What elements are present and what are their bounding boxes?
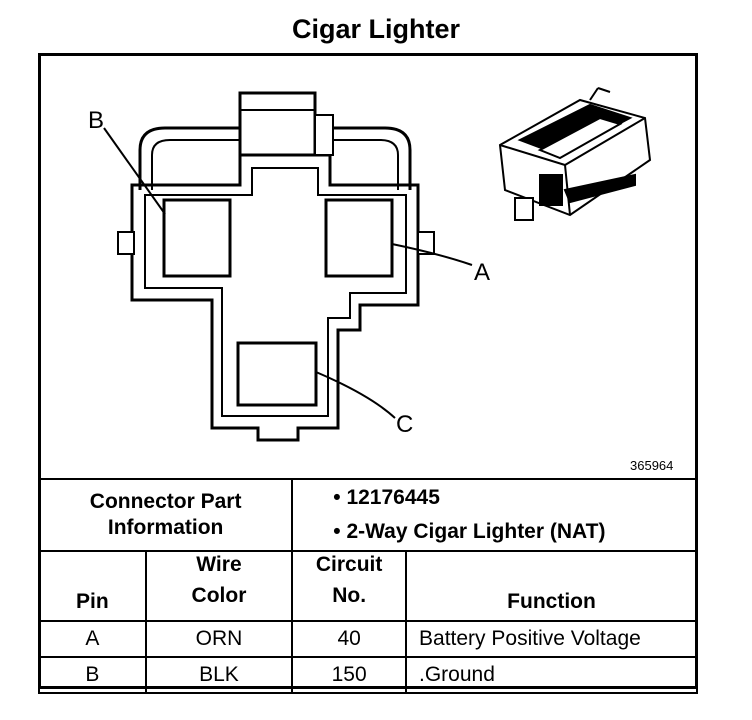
latch-arch-inner [151, 139, 399, 190]
header-function: Function [405, 550, 698, 622]
cell-wire-color: ORN [144, 620, 294, 658]
leader-c [315, 371, 396, 419]
connector-part-row: Connector Part Information • 12176445 • … [37, 478, 698, 552]
latch-arch [138, 126, 412, 190]
leader-a [391, 243, 473, 266]
cell-wire-color: BLK [144, 656, 294, 694]
connector-part-items: • 12176445 • 2-Way Cigar Lighter (NAT) [291, 478, 698, 552]
terminal-a [324, 198, 394, 278]
cell-circuit: 150 [291, 656, 408, 694]
pin-label-b: B [88, 107, 104, 134]
connector-info-table: Connector Part Information • 12176445 • … [37, 478, 698, 694]
list-item: • 2-Way Cigar Lighter (NAT) [333, 520, 606, 543]
cell-pin: A [38, 620, 147, 658]
terminal-b [162, 198, 232, 278]
list-item: • 12176445 [333, 486, 440, 509]
terminal-c [236, 341, 318, 407]
cell-function: Battery Positive Voltage [405, 620, 698, 658]
pin-label-a: A [474, 259, 490, 286]
table-row: A ORN 40 Battery Positive Voltage [38, 620, 698, 658]
leader-b [103, 127, 166, 215]
figure-id: 365964 [630, 458, 674, 473]
pin-label-c: C [396, 411, 413, 438]
page-title: Cigar Lighter [291, 14, 460, 44]
table-row: B BLK 150 .Ground [38, 656, 698, 694]
right-ear [417, 231, 435, 255]
cell-circuit: 40 [291, 620, 408, 658]
cell-function: .Ground [405, 656, 698, 694]
left-ear [117, 231, 135, 255]
connector-part-label: Connector Part Information [37, 478, 294, 552]
cell-pin: B [38, 656, 147, 694]
connector-inner-outline [144, 167, 407, 417]
connector-isometric-illustration [498, 87, 652, 221]
header-pin: Pin [38, 550, 147, 622]
top-tab [238, 91, 317, 157]
